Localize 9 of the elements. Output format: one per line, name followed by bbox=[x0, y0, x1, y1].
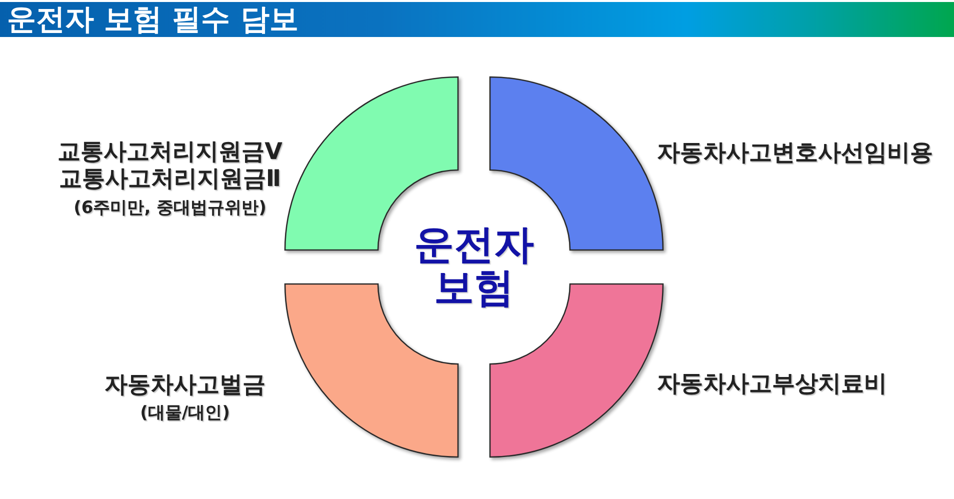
coverage-label: 자동차사고변호사선임비용 bbox=[657, 140, 933, 166]
coverage-label: 교통사고처리지원금Ⅱ bbox=[58, 166, 282, 192]
coverage-label: 교통사고처리지원금Ⅴ bbox=[58, 139, 282, 165]
center-title: 운전자 보험 bbox=[413, 224, 535, 310]
title-banner: 운전자 보험 필수 담보 bbox=[0, 2, 954, 37]
coverage-label: 자동차사고벌금 bbox=[104, 372, 266, 398]
coverage-label: 자동차사고부상치료비 bbox=[657, 371, 887, 397]
condition-note: (6주미만, 중대법규위반) bbox=[74, 198, 266, 218]
condition-note: (대물/대인) bbox=[140, 403, 230, 423]
